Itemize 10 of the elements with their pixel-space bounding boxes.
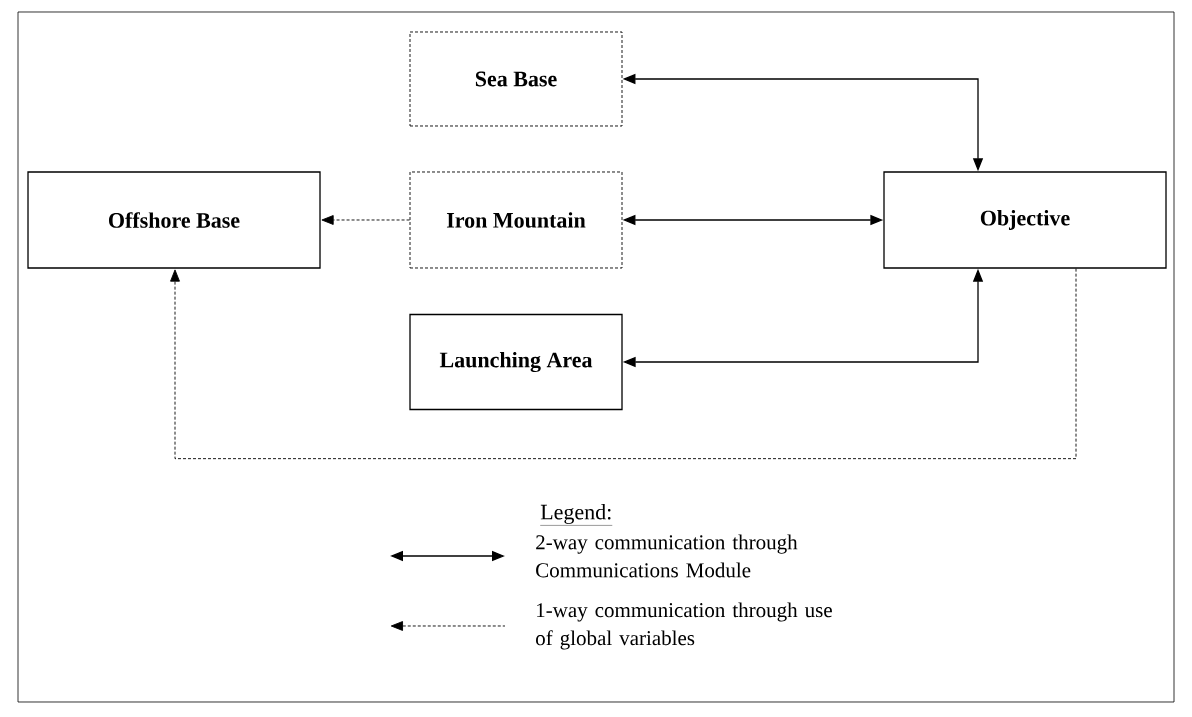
arrow [321,215,410,225]
location-box: Iron Mountain [409,171,623,269]
location-box: Launching Area [409,313,623,411]
location-box: Sea Base [409,31,623,127]
legend-heading: Legend: [540,504,613,526]
arrow [170,268,1077,460]
location-box: Objective [883,171,1167,269]
legend-text: 1-way communication through use of global variables [536,602,832,650]
legend-text: 2-way communication through Communications Module [536,534,798,578]
location-box: Offshore Base [27,171,321,269]
